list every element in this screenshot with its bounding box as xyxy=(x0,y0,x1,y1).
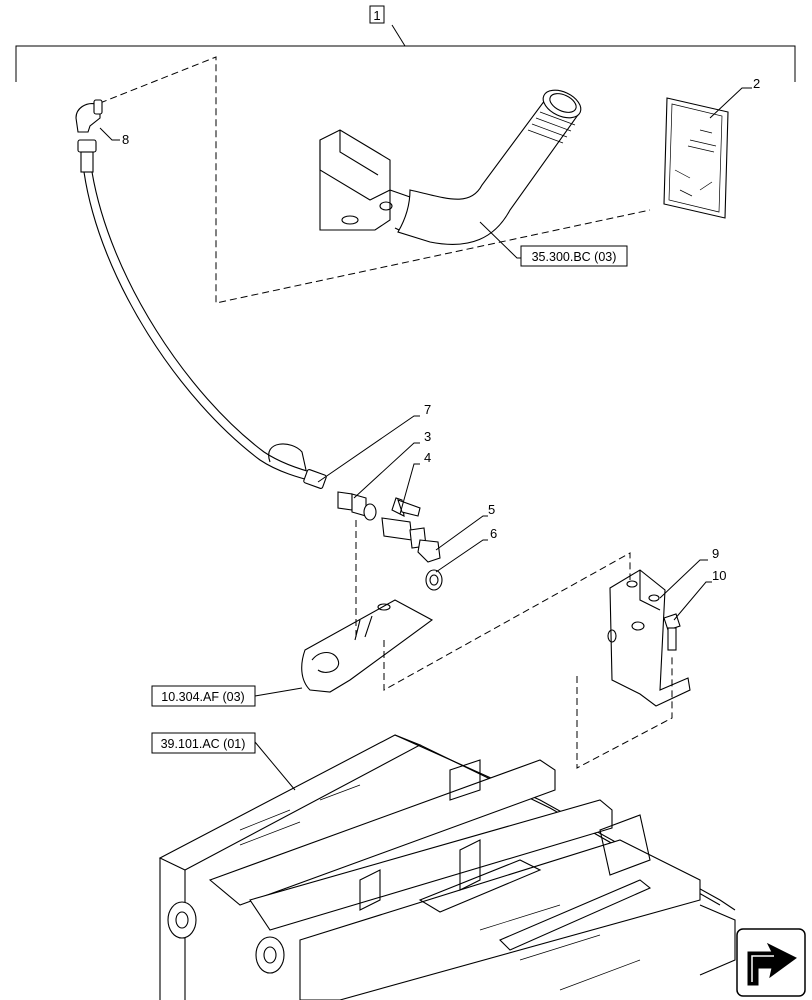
leader-lines xyxy=(99,87,752,791)
assembly-number: 1 xyxy=(373,8,380,23)
detail-view-outline xyxy=(99,56,651,304)
pipe-assembly xyxy=(319,89,582,245)
assembly-bracket: 1 xyxy=(15,5,796,82)
manual-booklet xyxy=(663,97,729,219)
callout-2: 2 xyxy=(753,76,760,91)
reference-box-35300bc[interactable] xyxy=(520,245,628,267)
callout-4: 4 xyxy=(424,450,431,465)
callout-5: 5 xyxy=(488,502,495,517)
next-page-arrow-icon[interactable] xyxy=(736,928,806,997)
reference-box-10304af[interactable] xyxy=(151,685,256,707)
reference-boxes[interactable]: 35.300.BC (03) 10.304.AF (03) 39.101.AC … xyxy=(151,245,628,754)
callout-10: 10 xyxy=(712,568,726,583)
mounting-plate xyxy=(301,599,434,693)
callout-7: 7 xyxy=(424,402,431,417)
support-bracket xyxy=(607,569,691,707)
callout-3: 3 xyxy=(424,429,431,444)
chassis-frame xyxy=(158,734,736,1000)
valve-assembly xyxy=(337,491,443,591)
assembly-number-box xyxy=(369,5,385,24)
callout-9: 9 xyxy=(712,546,719,561)
alignment-lines xyxy=(355,520,673,769)
reference-10304af[interactable]: 10.304.AF (03) xyxy=(161,690,244,704)
callout-6: 6 xyxy=(490,526,497,541)
callout-labels: 2 3 4 5 6 7 8 9 10 xyxy=(122,76,760,583)
hose-assembly xyxy=(75,99,327,489)
callout-8: 8 xyxy=(122,132,129,147)
reference-35300bc[interactable]: 35.300.BC (03) xyxy=(532,250,617,264)
reference-box-39101ac[interactable] xyxy=(151,732,256,754)
reference-39101ac[interactable]: 39.101.AC (01) xyxy=(161,737,246,751)
